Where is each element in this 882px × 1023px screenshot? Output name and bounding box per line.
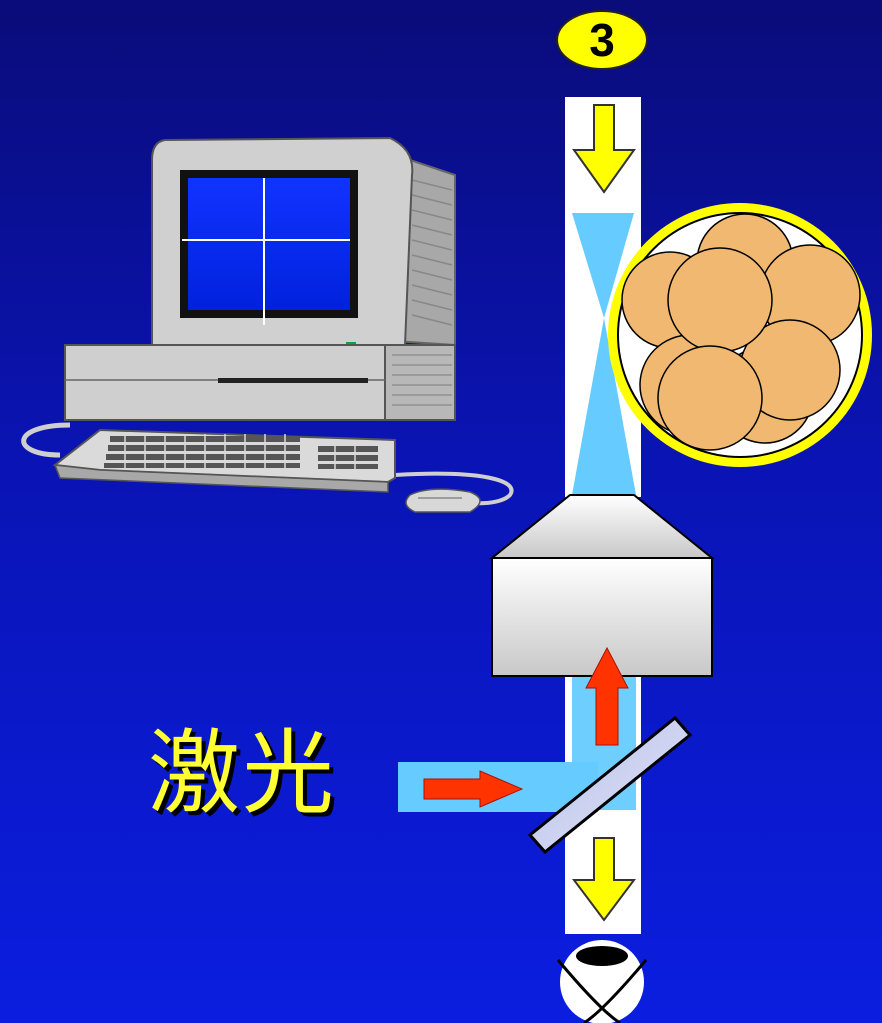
eye-icon [556,940,648,1023]
red-arrow-up [585,646,629,746]
cell-cluster-icon [608,203,872,467]
computer-workstation-icon [21,136,514,513]
laser-focus-cone [572,213,634,318]
dichroic-mirror-icon [527,715,693,855]
step-number: 3 [589,14,615,66]
step-number-badge: 3 [556,10,648,70]
red-arrow-right [423,770,524,808]
yellow-arrow-down-bottom [572,837,636,922]
yellow-arrow-down-top [572,104,636,194]
objective-lens-icon [489,494,715,677]
laser-label: 激光 [148,720,337,827]
